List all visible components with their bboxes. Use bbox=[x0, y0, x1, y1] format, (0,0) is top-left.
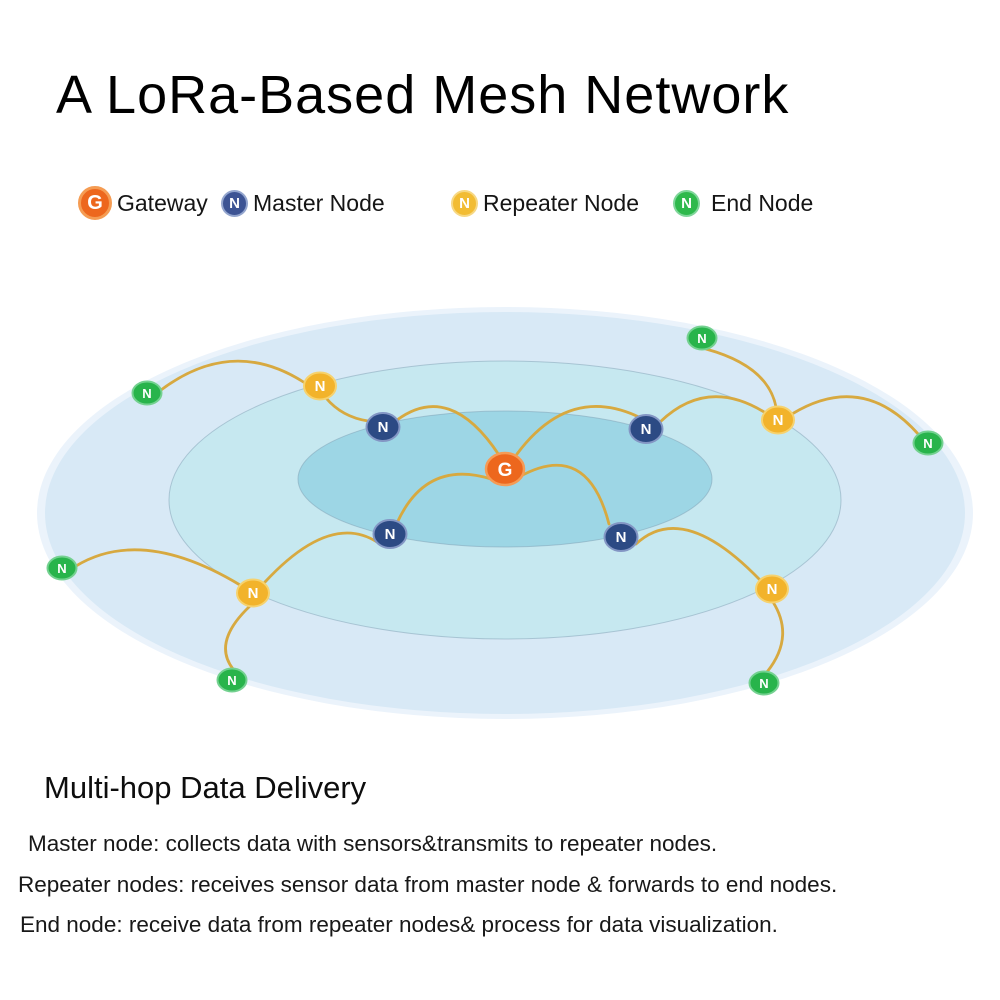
node-symbol: N bbox=[767, 581, 778, 598]
repeater-node-shape bbox=[755, 574, 789, 604]
repeater-node-shape bbox=[303, 371, 337, 401]
node-symbol: N bbox=[57, 561, 66, 576]
node-symbol: N bbox=[923, 436, 932, 451]
link-E4-R3 bbox=[74, 548, 242, 587]
link-R2-E3 bbox=[790, 395, 921, 437]
links-layer bbox=[74, 347, 921, 674]
repeater-node-shape bbox=[761, 405, 795, 435]
legend-label-end: End Node bbox=[711, 189, 814, 216]
gateway-node-shape bbox=[484, 451, 526, 487]
link-G-M4 bbox=[517, 463, 611, 526]
node-symbol: N bbox=[378, 419, 389, 436]
node-symbol: N bbox=[142, 386, 151, 401]
node-symbol: G bbox=[498, 460, 513, 481]
node-symbol: N bbox=[773, 412, 784, 429]
link-R4-E6 bbox=[765, 600, 785, 674]
repeater-node-shape bbox=[236, 578, 270, 608]
node-symbol: N bbox=[616, 529, 627, 546]
node-E6: N bbox=[748, 670, 780, 696]
end-node-shape bbox=[912, 430, 944, 456]
link-M2-R2 bbox=[658, 395, 766, 424]
legend-item-master: N Master Node bbox=[221, 184, 385, 222]
node-symbol: N bbox=[315, 378, 326, 395]
link-M4-R4 bbox=[634, 527, 762, 582]
description-repeater-nodes: Repeater nodes: receives sensor data fro… bbox=[18, 872, 838, 897]
nodes-layer: G N N N N N N N N N N N N N N bbox=[46, 325, 944, 696]
node-symbol: N bbox=[759, 676, 768, 691]
node-E2: N bbox=[686, 325, 718, 351]
page-title: A LoRa-Based Mesh Network bbox=[56, 65, 790, 125]
legend-item-gateway: G Gateway bbox=[78, 184, 208, 222]
master-node-shape bbox=[365, 412, 401, 442]
legend-item-repeater: N Repeater Node bbox=[451, 184, 639, 222]
master-node-icon: N bbox=[221, 189, 248, 217]
link-G-M2 bbox=[515, 405, 643, 456]
master-node-shape bbox=[603, 522, 639, 552]
node-R2: N bbox=[761, 405, 795, 435]
node-M4: N bbox=[603, 522, 639, 552]
master-node-shape bbox=[628, 414, 664, 444]
link-R3-E5 bbox=[224, 604, 252, 671]
link-E2-R2 bbox=[704, 347, 778, 409]
description-master-node: Master node: collects data with sensors&… bbox=[28, 831, 718, 856]
node-R4: N bbox=[755, 574, 789, 604]
node-R1: N bbox=[303, 371, 337, 401]
node-symbol: N bbox=[385, 526, 396, 543]
link-R3-M3 bbox=[263, 531, 379, 584]
end-node-icon: N bbox=[673, 189, 700, 217]
end-node-shape bbox=[216, 667, 248, 693]
link-R1-M1 bbox=[324, 396, 370, 423]
gateway-icon: G bbox=[78, 186, 112, 220]
node-E1: N bbox=[131, 380, 163, 406]
link-M1-G bbox=[395, 405, 501, 457]
node-M3: N bbox=[372, 519, 408, 549]
repeater-node-icon: N bbox=[451, 189, 478, 217]
end-node-shape bbox=[46, 555, 78, 581]
master-node-shape bbox=[372, 519, 408, 549]
node-symbol: N bbox=[697, 331, 706, 346]
node-G: G bbox=[484, 451, 526, 487]
legend-label-master: Master Node bbox=[253, 189, 385, 216]
node-R3: N bbox=[236, 578, 270, 608]
node-E3: N bbox=[912, 430, 944, 456]
end-node-shape bbox=[686, 325, 718, 351]
end-node-shape bbox=[131, 380, 163, 406]
node-symbol: N bbox=[248, 585, 259, 602]
node-E5: N bbox=[216, 667, 248, 693]
link-E1-R1 bbox=[159, 359, 307, 392]
link-G-M3 bbox=[395, 472, 493, 525]
node-E4: N bbox=[46, 555, 78, 581]
section-heading: Multi-hop Data Delivery bbox=[44, 770, 367, 805]
end-node-shape bbox=[748, 670, 780, 696]
description-end-node: End node: receive data from repeater nod… bbox=[20, 912, 778, 937]
legend-label-gateway: Gateway bbox=[117, 189, 208, 216]
legend-item-end: N End Node bbox=[673, 184, 813, 222]
node-M1: N bbox=[365, 412, 401, 442]
node-symbol: N bbox=[227, 673, 236, 688]
legend-label-repeater: Repeater Node bbox=[483, 189, 639, 216]
node-symbol: N bbox=[641, 421, 652, 438]
node-M2: N bbox=[628, 414, 664, 444]
